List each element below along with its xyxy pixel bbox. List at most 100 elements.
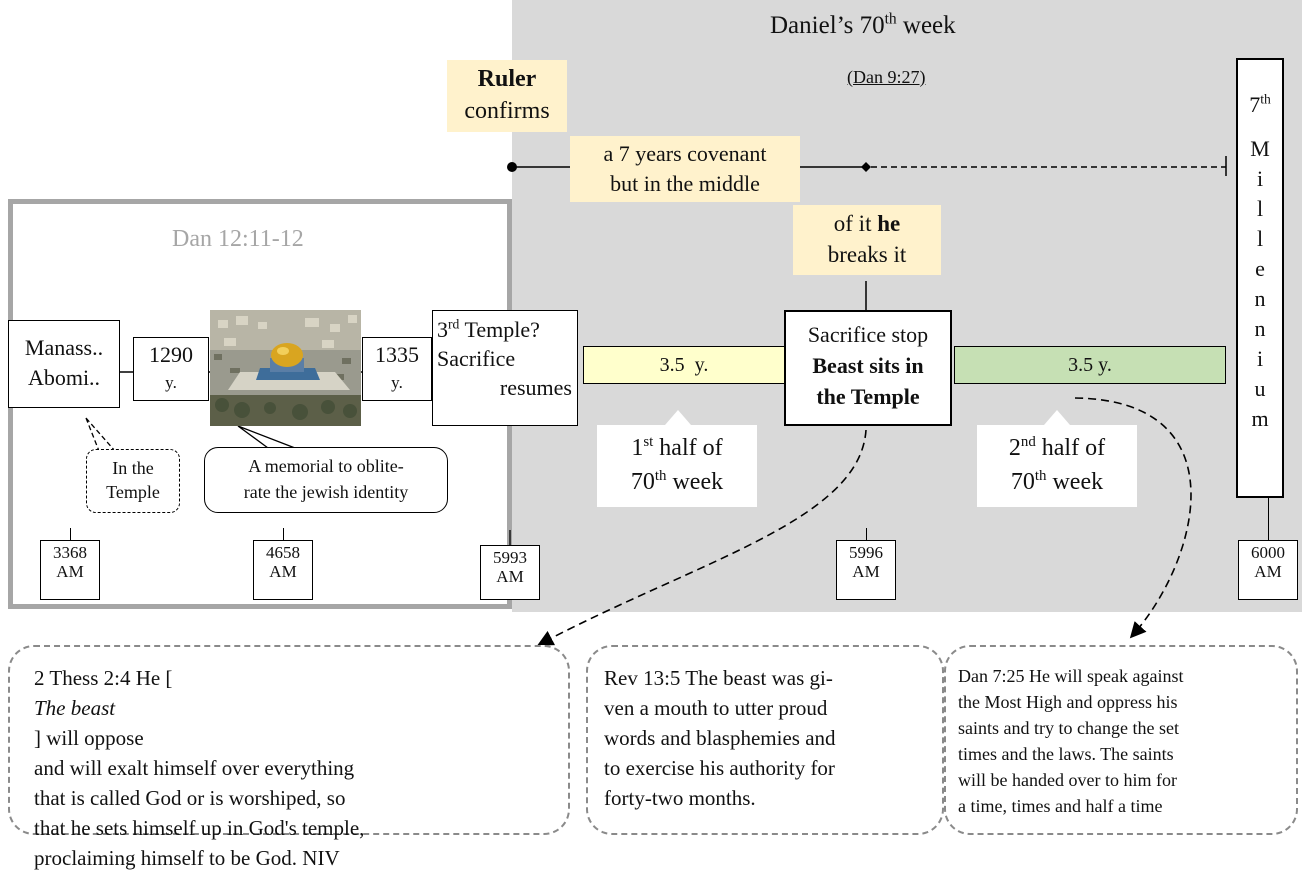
sacrifice-stop-line3: the Temple	[816, 384, 920, 409]
dan12-label: Dan 12:11-12	[172, 226, 304, 252]
year-unit: AM	[1254, 562, 1282, 581]
millennium-box: 7th M i l l e n n i u m	[1236, 58, 1284, 498]
rev-line: Rev 13:5 The beast was gi-	[604, 666, 833, 690]
dan725-line: Dan 7:25 He will speak against	[958, 666, 1184, 686]
ruler-box: Ruler confirms	[447, 60, 567, 132]
half1-num: 1	[631, 435, 644, 461]
rev-line: ven a mouth to utter proud	[604, 696, 828, 720]
rev-line: words and blasphemies and	[604, 726, 836, 750]
year-unit: AM	[56, 562, 84, 581]
period-1290-value: 1290	[149, 342, 193, 367]
covenant-mid-diamond	[861, 162, 871, 172]
breaks-prefix: of it	[833, 211, 878, 236]
arrow-to-dan725	[1074, 397, 1192, 639]
year-unit: AM	[852, 562, 880, 581]
callout-memorial-line2: rate the jewish identity	[243, 482, 409, 502]
dome-of-the-rock-photo	[210, 310, 361, 426]
manasseh-line1: Manass..	[24, 335, 104, 360]
daniel-70th-week-region	[512, 0, 1302, 612]
ruler-label: Ruler	[477, 66, 537, 92]
period-1335-value: 1335	[375, 342, 419, 367]
thess-pre: 2 Thess 2:4 He [	[34, 666, 173, 690]
arrow-to-thess	[537, 429, 867, 646]
second-half-label: 2nd half of 70th week	[977, 425, 1137, 507]
title-sup: th	[884, 10, 897, 28]
second-half-bar-label: 3.5 y.	[1068, 354, 1112, 376]
half2-line2-sup: th	[1034, 468, 1047, 484]
half1-sup: st	[643, 434, 654, 450]
year-marker-5996: 5996 AM	[836, 540, 896, 600]
dan725-line: saints and try to change the set	[958, 718, 1179, 738]
covenant-box: a 7 years covenant but in the middle	[570, 136, 800, 202]
covenant-line1: a 7 years covenant	[603, 141, 767, 166]
year-marker-5993: 5993 AM	[480, 545, 540, 600]
quote-2-thess: 2 Thess 2:4 He [ The beast ] will oppose a…	[8, 645, 570, 870]
year-tick	[866, 528, 868, 540]
callout-pointer	[237, 425, 296, 449]
millennium-letter: l	[1256, 196, 1264, 221]
temple-line2: Sacrifice	[437, 346, 516, 371]
thess-line: proclaiming himself to be God. NIV	[34, 846, 340, 870]
breaks-he: he	[877, 211, 901, 236]
millennium-letter: i	[1256, 346, 1264, 371]
breaks-line2: breaks it	[827, 242, 907, 267]
diagram-title: Daniel’s 70th week	[770, 10, 956, 40]
year-marker-6000: 6000 AM	[1238, 540, 1298, 600]
half2-tail: half of	[1035, 435, 1106, 461]
title-main: Daniel’s 70	[770, 12, 885, 39]
period-1335-unit: y.	[391, 373, 403, 392]
millennium-letter: m	[1251, 406, 1269, 431]
third-temple-box: 3rd Temple? Sacrifice resumes	[432, 310, 578, 426]
thess-line: that is called God or is worshiped, so	[34, 786, 346, 810]
manasseh-line2: Abomi..	[27, 365, 101, 390]
first-half-bar-label: 3.5 y.	[659, 354, 709, 376]
thess-italic: The beast	[34, 696, 116, 720]
year-value: 6000	[1251, 543, 1285, 562]
covenant-line2: but in the middle	[610, 171, 760, 196]
manasseh-box: Manass.. Abomi..	[8, 320, 120, 408]
sacrifice-stop-line1: Sacrifice stop	[807, 322, 929, 347]
dan725-line: a time, times and half a time	[958, 796, 1163, 816]
title-tail: week	[896, 12, 956, 39]
thess-line: and will exalt himself over everything	[34, 756, 355, 780]
half1-line2-tail: week	[666, 469, 724, 495]
half-pointer	[1044, 410, 1070, 425]
year-value: 4658	[266, 543, 300, 562]
half2-line2-tail: week	[1046, 469, 1104, 495]
callout-temple-line1: In the	[112, 458, 154, 478]
temple-num: 3	[437, 317, 448, 342]
year-marker-4658: 4658 AM	[253, 540, 313, 600]
confirms-label: confirms	[464, 98, 550, 124]
half1-tail: half of	[653, 435, 723, 461]
temple-tail: Temple?	[459, 317, 540, 342]
dan725-line: times and the laws. The saints	[958, 744, 1174, 764]
quote-rev-13-5: Rev 13:5 The beast was gi- ven a mouth t…	[586, 645, 944, 835]
period-1335-box: 1335 y.	[362, 337, 432, 401]
year-unit: AM	[496, 567, 524, 586]
temple-sup: rd	[448, 316, 460, 332]
year-value: 5996	[849, 543, 883, 562]
millennium-num: 7	[1249, 92, 1261, 117]
period-1290-unit: y.	[165, 373, 177, 392]
millennium-letter: u	[1254, 376, 1266, 401]
title-reference: (Dan 9:27)	[847, 67, 926, 87]
callout-temple-line2: Temple	[106, 482, 160, 502]
dan725-line: the Most High and oppress his	[958, 692, 1178, 712]
first-half-label: 1st half of 70th week	[597, 425, 757, 507]
period-1290-box: 1290 y.	[133, 337, 209, 401]
year-value: 5993	[493, 548, 527, 567]
callout-memorial-line1: A memorial to oblite-	[248, 456, 404, 476]
quote-dan-7-25: Dan 7:25 He will speak against the Most …	[944, 645, 1298, 835]
first-half-bar: 3.5 y.	[583, 346, 785, 384]
half2-num: 2	[1008, 435, 1021, 461]
callout-in-the-temple: In the Temple	[86, 449, 180, 513]
millennium-letter: i	[1256, 166, 1264, 191]
thess-post: ] will oppose	[34, 726, 144, 750]
callout-tail	[85, 417, 116, 452]
year-marker-3368: 3368 AM	[40, 540, 100, 600]
millennium-letter: n	[1254, 316, 1266, 341]
second-half-bar: 3.5 y.	[954, 346, 1226, 384]
year-value: 3368	[53, 543, 87, 562]
millennium-letter: n	[1254, 286, 1266, 311]
rev-line: forty-two months.	[604, 786, 756, 810]
